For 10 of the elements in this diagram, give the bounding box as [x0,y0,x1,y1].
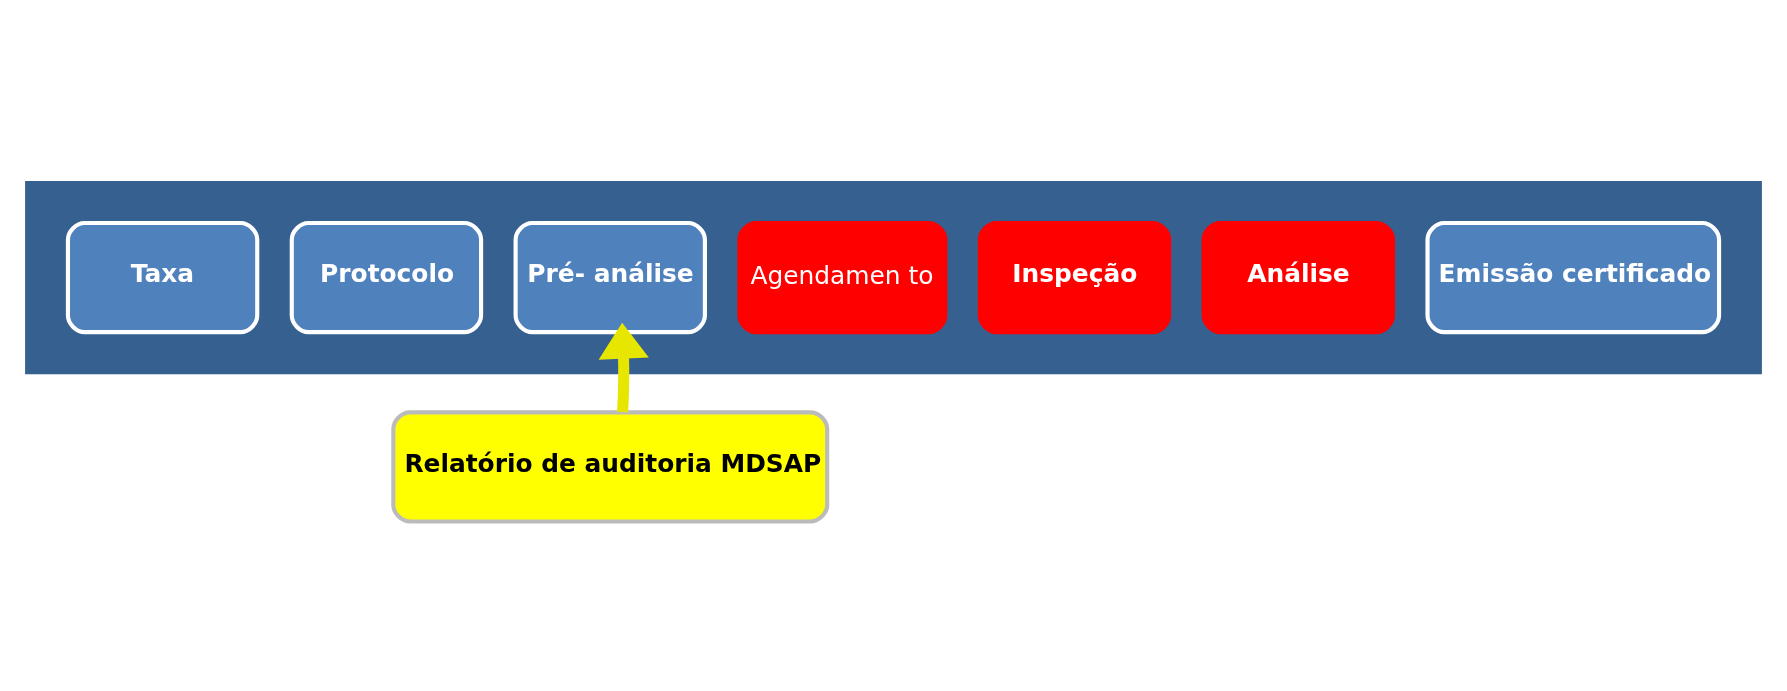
node-box: Agendamen to [737,220,948,334]
node-box: Taxa [65,220,260,334]
node-box: Relatório de auditoria MDSAP [391,409,830,524]
cluster [25,180,1762,374]
arrow [598,322,649,412]
node-box: Protocolo [289,220,484,334]
node-box: Pré- análise [513,220,707,334]
node-box: Emissão certificado [1425,220,1722,334]
node-box: Inspeção [977,220,1172,334]
node-box: Análise [1201,220,1396,334]
